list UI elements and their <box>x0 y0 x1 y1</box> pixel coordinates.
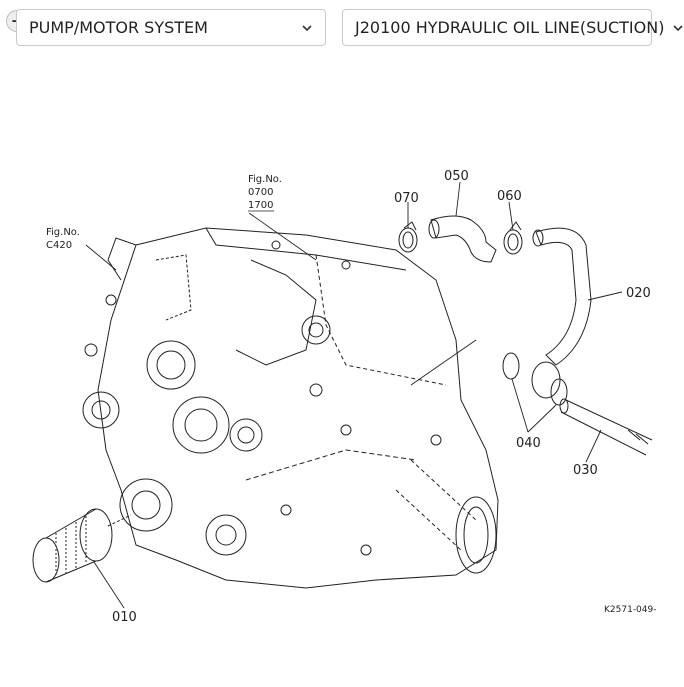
suction-hose[interactable] <box>428 215 497 263</box>
hose-clamp[interactable] <box>503 221 523 255</box>
part-select-value: J20100 HYDRAULIC OIL LINE(SUCTION) <box>355 18 665 37</box>
chevron-down-icon <box>673 24 684 31</box>
oil-filter[interactable] <box>32 508 132 583</box>
callout-labels: Fig.No. 0700 1700 Fig.No. C420 050 070 0… <box>46 169 656 625</box>
callout-050[interactable]: 050 <box>444 169 469 184</box>
callout-060[interactable]: 060 <box>497 189 522 204</box>
drawing-code: K2571-049- <box>604 605 656 615</box>
leader-lines <box>85 181 623 609</box>
suction-pipe[interactable] <box>531 227 592 399</box>
system-select[interactable]: PUMP/MOTOR SYSTEM <box>16 9 326 46</box>
part-select[interactable]: J20100 HYDRAULIC OIL LINE(SUCTION) <box>342 9 684 46</box>
o-ring[interactable] <box>550 378 568 406</box>
transmission-housing <box>82 227 499 589</box>
callout-040[interactable]: 040 <box>516 436 541 451</box>
parts-diagram[interactable]: Fig.No. 0700 1700 Fig.No. C420 050 070 0… <box>16 150 656 630</box>
callout-030[interactable]: 030 <box>573 463 598 478</box>
callout-010[interactable]: 010 <box>112 610 137 625</box>
o-ring[interactable] <box>502 352 520 380</box>
strainer-shaft[interactable] <box>559 398 653 456</box>
callout-020[interactable]: 020 <box>626 286 651 301</box>
fig-ref-value: 1700 <box>248 200 273 211</box>
chevron-down-icon <box>302 24 312 31</box>
fig-ref-label: Fig.No. <box>46 227 80 238</box>
fig-ref-value: 0700 <box>248 187 273 198</box>
fig-ref-label: Fig.No. <box>248 174 282 185</box>
system-select-value: PUMP/MOTOR SYSTEM <box>29 18 208 37</box>
fig-ref-value: C420 <box>46 240 72 251</box>
callout-070[interactable]: 070 <box>394 191 419 206</box>
